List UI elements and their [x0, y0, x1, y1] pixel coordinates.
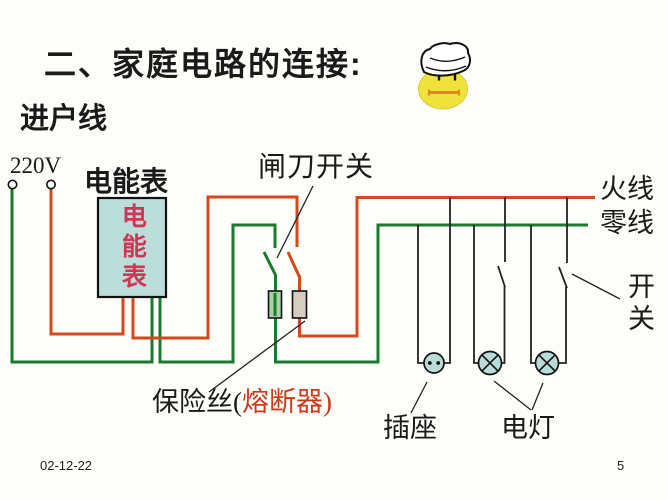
- knife-switch-callout-line: [276, 185, 314, 259]
- lamp-label: 电灯: [501, 413, 555, 443]
- fuse-label-red-part: 熔断器): [242, 387, 332, 417]
- live-wire-meter-to-switch-segment: [131, 195, 299, 340]
- neutral-wire-fuse-to-bus-segment: [274, 223, 588, 364]
- neutral-wire-meter-to-fuse-segment: [158, 223, 277, 364]
- fuse-label-black-part: 保险丝(: [152, 387, 242, 417]
- socket-pin-left: [427, 361, 432, 365]
- voltage-label: 220V: [10, 153, 62, 178]
- neutral-wire-label: 零线: [600, 208, 654, 238]
- smiley-hat-fold-line: [429, 56, 466, 62]
- neutral-wire-entry-segment: [10, 189, 154, 364]
- socket-symbol: [423, 352, 445, 374]
- socket-neutral-branch: [417, 225, 425, 364]
- lamp-callout-line-left: [493, 380, 532, 411]
- lamp1-live-branch-lower: [501, 286, 506, 364]
- fuse-live: [291, 290, 308, 319]
- knife-switch-neutral-blade: [262, 251, 278, 277]
- fuse-label: 保险丝(熔断器): [152, 387, 332, 418]
- meter-title-label: 电能表: [84, 166, 169, 197]
- page-title: 二、家庭电路的连接:: [44, 46, 363, 82]
- entry-line-label: 进户线: [20, 103, 108, 135]
- smiley-hat: [420, 42, 472, 77]
- lamp2-cross-2: [538, 354, 556, 372]
- lamp1-neutral-branch: [473, 225, 479, 364]
- smiley-icon: [418, 42, 472, 110]
- wall-switch-label: 开关: [624, 272, 655, 336]
- knife-switch-live-blade: [286, 251, 301, 277]
- socket-live-branch: [444, 197, 451, 364]
- meter-box-text: 电能表: [118, 202, 147, 293]
- socket-pin-right: [436, 361, 441, 365]
- page-number: 5: [617, 458, 625, 473]
- meter-box: [96, 196, 168, 299]
- fuse-callout-line: [208, 320, 306, 393]
- lamp2-live-branch-lower: [558, 287, 567, 364]
- knife-switch-label: 闸刀开关: [258, 152, 375, 183]
- lamp1-cross-2: [481, 354, 499, 372]
- wall-switch-callout-line: [571, 273, 621, 300]
- wall-switch1-blade: [497, 265, 506, 288]
- live-wire-label: 火线: [600, 174, 654, 204]
- socket-callout-line: [410, 381, 428, 414]
- footer-date: 02-12-22: [40, 458, 93, 473]
- wall-switch2-blade: [558, 266, 568, 289]
- smiley-hat-brim-line: [425, 65, 467, 72]
- terminal-live: [45, 179, 56, 190]
- lamp2-neutral-branch: [530, 225, 536, 364]
- socket-label: 插座: [383, 413, 437, 443]
- live-wire-fuse-to-bus-segment: [298, 196, 595, 338]
- lamp-callout-line-right: [531, 382, 544, 411]
- terminal-neutral: [7, 179, 18, 190]
- live-wire-entry-segment: [49, 189, 125, 336]
